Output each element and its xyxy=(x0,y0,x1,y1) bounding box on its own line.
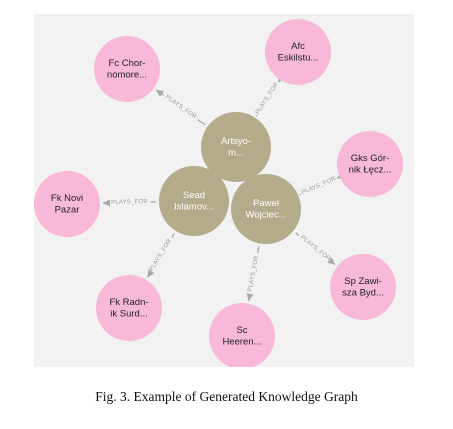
node-heerenveen[interactable]: ScHeeren... xyxy=(209,303,275,367)
club-node-circle[interactable] xyxy=(337,131,403,197)
edge-pawel-zawisza: PLAYS_FOR xyxy=(295,232,336,265)
knowledge-graph: PLAYS_FOR PLAYS_FOR PLAYS_FOR PLAYS_FOR PLAY… xyxy=(34,19,403,367)
node-label-line: Sead xyxy=(183,190,205,201)
edge-line xyxy=(257,246,260,253)
edge-arrow xyxy=(336,172,345,179)
nodes-layer: Artsyo-m...SeadIslamov...PawełWojciec...… xyxy=(34,19,403,367)
edge-label: PLAYS_FOR xyxy=(164,94,198,121)
edge-artsyom-eskilstuna: PLAYS_FOR xyxy=(255,74,286,117)
node-eskilstuna[interactable]: AfcEskilstu... xyxy=(265,19,331,85)
edge-line xyxy=(197,119,206,126)
node-label-line: Eskilstu... xyxy=(278,52,319,63)
club-node-circle[interactable] xyxy=(94,36,160,102)
edge-arrow xyxy=(147,269,155,278)
edge-arrow xyxy=(327,257,336,265)
node-zawisza[interactable]: Sp Zawi-sza Byd... xyxy=(330,254,396,320)
edge-label: PLAYS_FOR xyxy=(111,199,148,206)
edge-sead-novipazar: PLAYS_FOR xyxy=(102,199,157,207)
node-artsyom[interactable]: Artsyo-m... xyxy=(201,112,271,182)
knowledge-graph-panel: PLAYS_FOR PLAYS_FOR PLAYS_FOR PLAYS_FOR PLAY… xyxy=(34,14,414,367)
node-label-line: Gks Gór- xyxy=(351,153,390,164)
edge-line xyxy=(171,233,175,238)
club-node-circle[interactable] xyxy=(34,171,100,237)
edge-pawel-gks: PLAYS_FOR xyxy=(299,172,345,196)
node-label-line: Fc Chor- xyxy=(109,58,146,69)
node-label-line: sza Byd... xyxy=(342,287,384,298)
node-label-line: Pazar xyxy=(55,204,80,215)
club-node-circle[interactable] xyxy=(96,275,162,341)
club-node-circle[interactable] xyxy=(330,254,396,320)
node-label-line: Artsyo- xyxy=(221,136,251,147)
player-node-circle[interactable] xyxy=(159,166,229,236)
edge-label: PLAYS_FOR xyxy=(247,254,260,292)
edge-line xyxy=(295,232,300,236)
node-radnik[interactable]: Fk Radn-ik Surd... xyxy=(96,275,162,341)
edge-arrow xyxy=(246,293,254,302)
node-gks[interactable]: Gks Gór-nik Łęcz... xyxy=(337,131,403,197)
node-label-line: nomore... xyxy=(107,69,147,80)
edge-arrow xyxy=(277,74,286,83)
player-node-circle[interactable] xyxy=(201,112,271,182)
node-label-line: m... xyxy=(228,147,244,158)
edge-label: PLAYS_FOR xyxy=(299,235,332,263)
node-label-line: Fk Radn- xyxy=(109,297,148,308)
node-label-line: Islamov... xyxy=(174,201,214,212)
edge-label: PLAYS_FOR xyxy=(301,176,337,196)
edge-line xyxy=(299,193,302,196)
edge-line xyxy=(255,114,258,117)
node-label-line: Sc xyxy=(236,325,247,336)
node-label-line: nik Łęcz... xyxy=(349,164,392,175)
edge-label: PLAYS_FOR xyxy=(255,81,280,115)
node-pawel[interactable]: PawełWojciec... xyxy=(231,174,301,244)
edge-artsyom-chornomorets: PLAYS_FOR xyxy=(155,89,206,126)
node-label-line: Fk Novi xyxy=(51,193,83,204)
edge-arrow xyxy=(155,89,165,97)
club-node-circle[interactable] xyxy=(265,19,331,85)
player-node-circle[interactable] xyxy=(231,174,301,244)
node-label-line: Sp Zawi- xyxy=(344,276,381,287)
edge-label: PLAYS_FOR xyxy=(149,238,173,273)
figure-caption: Fig. 3. Example of Generated Knowledge G… xyxy=(95,389,358,404)
node-label-line: Paweł xyxy=(253,198,280,209)
node-label-line: ik Surd... xyxy=(110,308,148,319)
node-label-line: Afc xyxy=(291,41,305,52)
edge-pawel-heerenveen: PLAYS_FOR xyxy=(246,246,260,302)
node-chornomorets[interactable]: Fc Chor-nomore... xyxy=(94,36,160,102)
node-label-line: Heeren... xyxy=(222,336,261,347)
node-label-line: Wojciec... xyxy=(245,209,286,220)
node-sead[interactable]: SeadIslamov... xyxy=(159,166,229,236)
club-node-circle[interactable] xyxy=(209,303,275,367)
edge-sead-radnik: PLAYS_FOR xyxy=(147,233,175,278)
